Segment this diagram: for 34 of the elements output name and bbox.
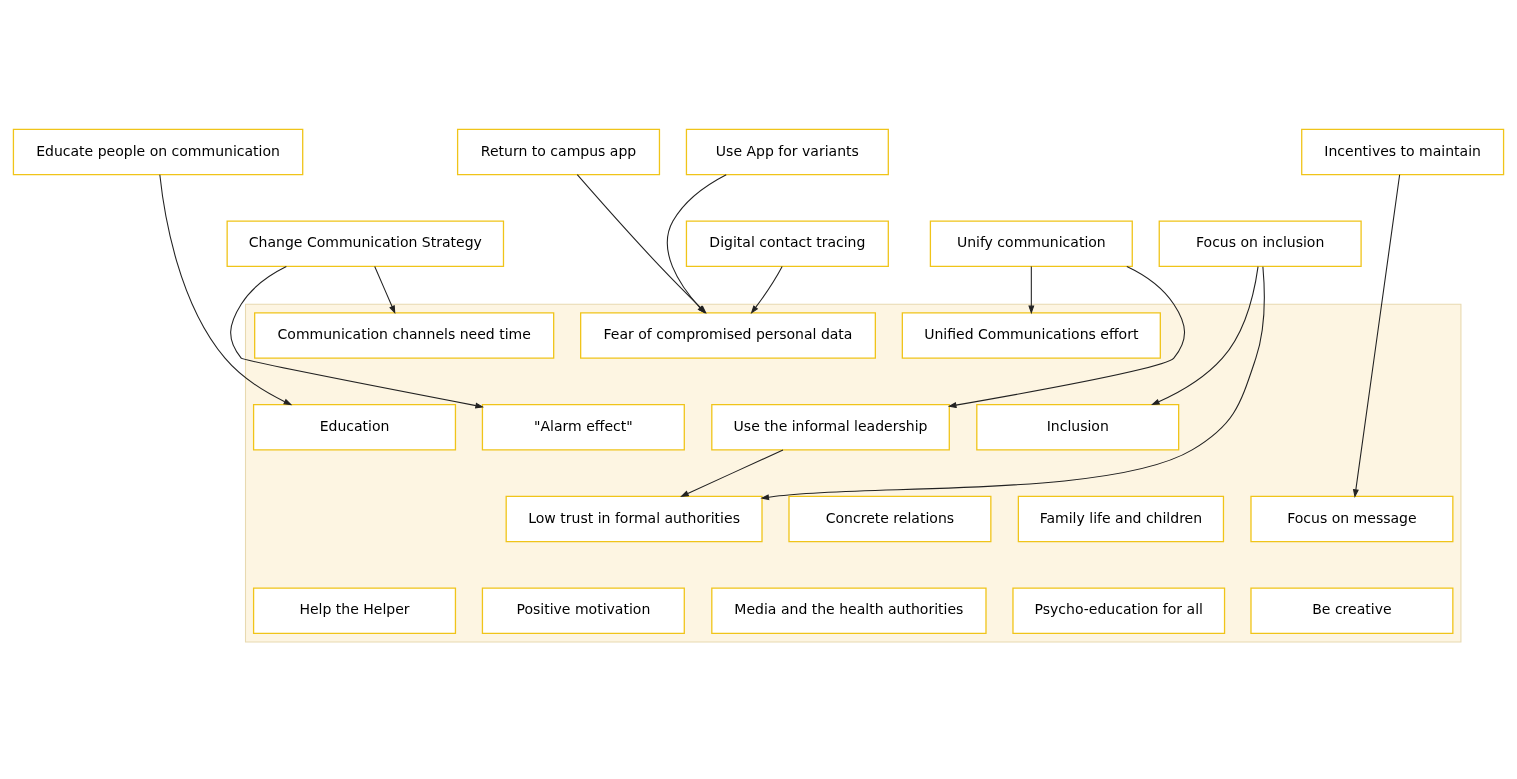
node-box: Unify communication (929, 219, 1133, 267)
node-box: Family life and children (1017, 495, 1225, 542)
node-box: Concrete relations (788, 495, 992, 542)
arrow (680, 448, 784, 497)
node-box: Digital contact tracing (685, 219, 889, 267)
node-box: Inclusion (976, 403, 1180, 451)
arrow (1352, 173, 1401, 498)
arrow (760, 265, 1265, 500)
node-box: Change Communication Strategy (226, 219, 505, 267)
node-box: Use App for variants (685, 128, 889, 175)
node-box: Help the Helper (252, 586, 457, 634)
arrow (750, 265, 783, 314)
node-box: Media and the health authorities (711, 586, 987, 634)
node-box: Focus on inclusion (1158, 219, 1362, 267)
arrow (230, 265, 484, 409)
node-box: Positive motivation (481, 586, 685, 634)
node-box: Low trust in formal authorities (505, 495, 763, 542)
node-box: Be creative (1250, 586, 1454, 634)
node-box: Focus on message (1250, 495, 1454, 542)
node-box: Fear of compromised personal data (580, 311, 876, 359)
arrow (1028, 265, 1035, 314)
arrow (374, 265, 396, 314)
node-box: Unified Communications effort (901, 311, 1161, 359)
node-box: Incentives to maintain (1301, 128, 1505, 175)
node-box: Return to campus app (456, 128, 661, 175)
node-box: Psycho-education for all (1012, 586, 1226, 634)
node-box: Use the informal leadership (711, 403, 950, 451)
arrow (159, 173, 293, 405)
node-box: "Alarm effect" (481, 403, 685, 451)
node-box: Educate people on communication (12, 128, 304, 175)
arrow (947, 265, 1186, 408)
node-box: Communication channels need time (254, 311, 555, 359)
node-box: Education (252, 403, 457, 451)
arrow (1151, 265, 1259, 405)
